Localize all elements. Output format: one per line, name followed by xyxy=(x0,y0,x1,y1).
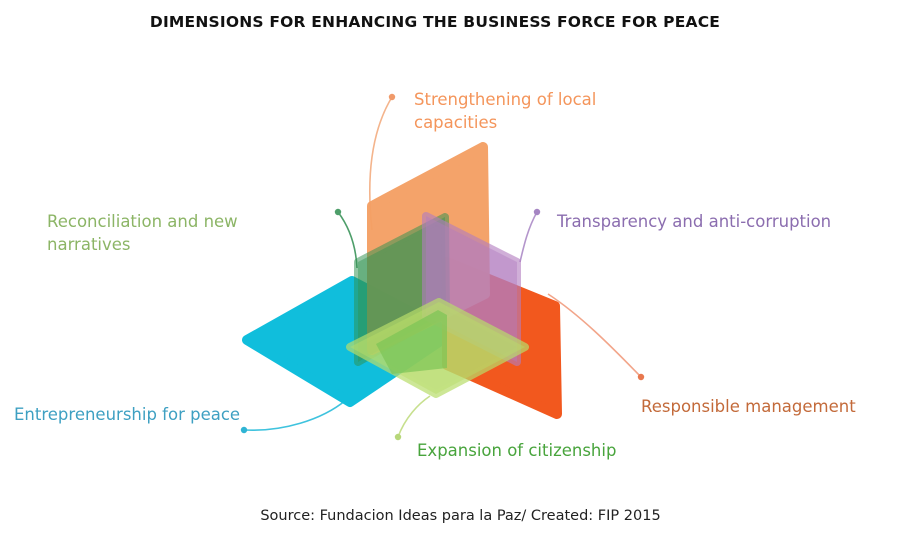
connector-dot-expansion xyxy=(394,433,402,441)
label-reconciliation-line1: Reconciliation and new xyxy=(47,212,238,231)
label-reconciliation: Reconciliation and new narratives xyxy=(47,210,238,256)
connector-responsible xyxy=(547,293,642,378)
diagram-title: DIMENSIONS FOR ENHANCING THE BUSINESS FO… xyxy=(149,13,721,31)
connector-expansion xyxy=(397,395,431,438)
connector-transparency xyxy=(519,211,538,263)
connector-dot-strengthening xyxy=(388,93,396,101)
connector-dot-transparency xyxy=(533,208,541,216)
label-responsible-line1: Responsible management xyxy=(641,397,856,416)
connector-reconciliation xyxy=(337,211,358,269)
label-expansion: Expansion of citizenship xyxy=(417,439,616,462)
label-entrepreneurship: Entrepreneurship for peace xyxy=(14,403,240,426)
label-strengthening: Strengthening of local capacities xyxy=(414,88,596,134)
label-expansion-line1: Expansion of citizenship xyxy=(417,441,617,460)
panel-lime-core xyxy=(376,310,447,374)
connector-dot-entrepreneurship xyxy=(240,426,248,434)
source-note: Source: Fundacion Ideas para la Paz/ Cre… xyxy=(260,508,661,524)
label-transparency: Transparency and anti-corruption xyxy=(557,210,831,233)
connector-entrepreneurship xyxy=(243,399,347,432)
label-transparency-line1: Transparency and anti-corruption xyxy=(557,212,832,231)
label-entrepreneurship-line1: Entrepreneurship for peace xyxy=(14,405,241,424)
label-strengthening-line2: capacities xyxy=(414,113,498,132)
label-responsible: Responsible management xyxy=(641,395,856,418)
connector-dot-responsible xyxy=(637,373,645,381)
label-strengthening-line1: Strengthening of local xyxy=(414,90,597,109)
label-reconciliation-line2: narratives xyxy=(47,235,131,254)
connector-dot-reconciliation xyxy=(334,208,342,216)
